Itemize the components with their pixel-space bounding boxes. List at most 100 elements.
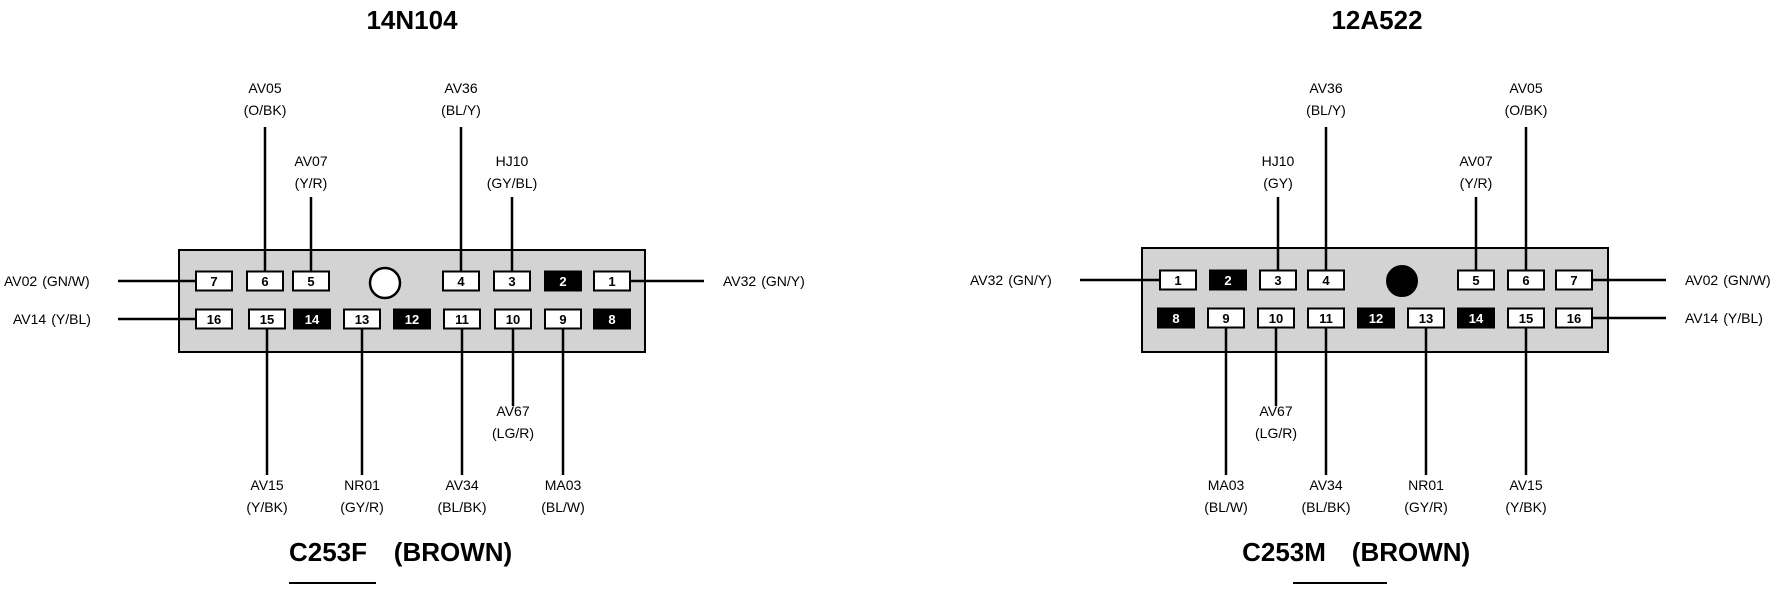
wire-av32: AV32(GN/Y) bbox=[630, 273, 805, 289]
pin-number: 12 bbox=[405, 312, 419, 327]
pin-number: 7 bbox=[210, 274, 217, 289]
wire-circuit-label: HJ10 bbox=[496, 153, 529, 169]
pin-number: 8 bbox=[608, 312, 615, 327]
connector-name: C253F bbox=[289, 537, 367, 567]
pin-16: 16 bbox=[1555, 307, 1593, 329]
pin-number: 3 bbox=[508, 274, 515, 289]
pin-15: 15 bbox=[1507, 307, 1545, 329]
wire-av15: AV15(Y/BK) bbox=[246, 328, 288, 515]
pin-6: 6 bbox=[1507, 269, 1545, 291]
wire-color-label: (O/BK) bbox=[1505, 102, 1548, 118]
wire-color-label: (O/BK) bbox=[244, 102, 287, 118]
pin-number: 14 bbox=[1469, 311, 1484, 326]
pin-number: 4 bbox=[1322, 273, 1330, 288]
wire-circuit-label: AV34 bbox=[445, 477, 478, 493]
wire-color-label: (GY/R) bbox=[1404, 499, 1448, 515]
wire-circuit-label: AV02 bbox=[4, 273, 37, 289]
wire-color-label: (Y/BK) bbox=[246, 499, 287, 515]
wire-color-label: (Y/BL) bbox=[1723, 310, 1763, 326]
wire-color-label: (LG/R) bbox=[1255, 425, 1297, 441]
wire-av14: AV14(Y/BL) bbox=[1592, 310, 1763, 326]
pin-13: 13 bbox=[343, 308, 381, 330]
pin-cavity bbox=[1259, 269, 1297, 291]
pin-cavity bbox=[493, 270, 531, 292]
pin-number: 9 bbox=[559, 312, 566, 327]
pin-1: 1 bbox=[1159, 269, 1197, 291]
wire-circuit-label: AV34 bbox=[1309, 477, 1342, 493]
wire-circuit-label: AV32 bbox=[970, 272, 1003, 288]
pin-3: 3 bbox=[493, 270, 531, 292]
pin-number: 10 bbox=[1269, 311, 1283, 326]
pin-cavity bbox=[1457, 269, 1495, 291]
pin-number: 2 bbox=[559, 274, 566, 289]
wire-color-label: (BL/Y) bbox=[1306, 102, 1346, 118]
wire-av15: AV15(Y/BK) bbox=[1505, 327, 1547, 515]
pin-number: 13 bbox=[355, 312, 369, 327]
pin-number: 11 bbox=[1319, 311, 1333, 326]
wire-color-label: (BL/Y) bbox=[441, 102, 481, 118]
wire-av07: AV07 (Y/R) bbox=[1459, 153, 1493, 271]
key-circle-filled bbox=[1386, 265, 1418, 297]
pin-cavity bbox=[195, 308, 233, 330]
pin-14: 14 bbox=[293, 308, 331, 330]
wire-color-label: (Y/R) bbox=[1460, 175, 1493, 191]
wire-circuit-label: AV07 bbox=[294, 153, 327, 169]
pin-number: 5 bbox=[307, 274, 314, 289]
pin-number: 16 bbox=[207, 312, 221, 327]
pin-3: 3 bbox=[1259, 269, 1297, 291]
pin-number: 13 bbox=[1419, 311, 1433, 326]
pin-7: 7 bbox=[1555, 269, 1593, 291]
pin-5: 5 bbox=[1457, 269, 1495, 291]
wire-color-label: (GY/BL) bbox=[487, 175, 538, 191]
pin-cavity bbox=[1159, 269, 1197, 291]
pin-cavity bbox=[1555, 269, 1593, 291]
wire-circuit-label: MA03 bbox=[545, 477, 582, 493]
part-number-label: 12A522 bbox=[1331, 5, 1422, 35]
connector-c253f: 14N104AV05(O/BK)AV07(Y/R)AV36(BL/Y)HJ10(… bbox=[4, 5, 805, 584]
wire-av36: AV36 (BL/Y) bbox=[441, 80, 481, 272]
pin-cavity bbox=[343, 308, 381, 330]
wire-color-label: (Y/R) bbox=[295, 175, 328, 191]
connector-c253m: 12A522AV36(BL/Y)AV05(O/BK)HJ10(GY)AV07(Y… bbox=[970, 5, 1771, 584]
pin-cavity bbox=[1357, 307, 1395, 329]
wire-color-label: (GY/R) bbox=[340, 499, 384, 515]
pin-cavity bbox=[246, 270, 284, 292]
wire-circuit-label: MA03 bbox=[1208, 477, 1245, 493]
wire-nr01: NR01 (GY/R) bbox=[340, 328, 384, 515]
pin-cavity bbox=[292, 270, 330, 292]
wire-ma03: MA03(BL/W) bbox=[1204, 327, 1248, 515]
wire-circuit-label: NR01 bbox=[344, 477, 380, 493]
pin-9: 9 bbox=[1207, 307, 1245, 329]
pin-9: 9 bbox=[544, 308, 582, 330]
connector-name: C253M bbox=[1242, 537, 1326, 567]
pin-cavity bbox=[248, 308, 286, 330]
connector-housing bbox=[178, 249, 646, 353]
pin-cavity bbox=[544, 270, 582, 292]
pin-number: 12 bbox=[1369, 311, 1383, 326]
pin-1: 1 bbox=[593, 270, 631, 292]
wire-circuit-label: AV36 bbox=[444, 80, 477, 96]
wire-circuit-label: AV67 bbox=[1259, 403, 1292, 419]
wire-av05: AV05(O/BK) bbox=[244, 80, 287, 272]
wire-color-label: (LG/R) bbox=[492, 425, 534, 441]
pin-cavity bbox=[443, 308, 481, 330]
wire-av05: AV05(O/BK) bbox=[1505, 80, 1548, 271]
wire-color-label: (BL/W) bbox=[541, 499, 585, 515]
pin-13: 13 bbox=[1407, 307, 1445, 329]
wire-ma03: MA03 (BL/W) bbox=[541, 328, 585, 515]
pin-4: 4 bbox=[1307, 269, 1345, 291]
pin-8: 8 bbox=[593, 308, 631, 330]
pin-cavity bbox=[393, 308, 431, 330]
pin-cavity bbox=[494, 308, 532, 330]
pin-cavity bbox=[593, 270, 631, 292]
pin-cavity bbox=[1407, 307, 1445, 329]
pin-number: 16 bbox=[1567, 311, 1581, 326]
wire-circuit-label: AV07 bbox=[1459, 153, 1492, 169]
wire-color-label: (GN/Y) bbox=[1008, 272, 1052, 288]
wire-circuit-label: AV67 bbox=[496, 403, 529, 419]
pin-cavity bbox=[1207, 307, 1245, 329]
wire-circuit-label: AV02 bbox=[1685, 272, 1718, 288]
pin-12: 12 bbox=[1357, 307, 1395, 329]
pin-number: 3 bbox=[1274, 273, 1281, 288]
wire-circuit-label: NR01 bbox=[1408, 477, 1444, 493]
